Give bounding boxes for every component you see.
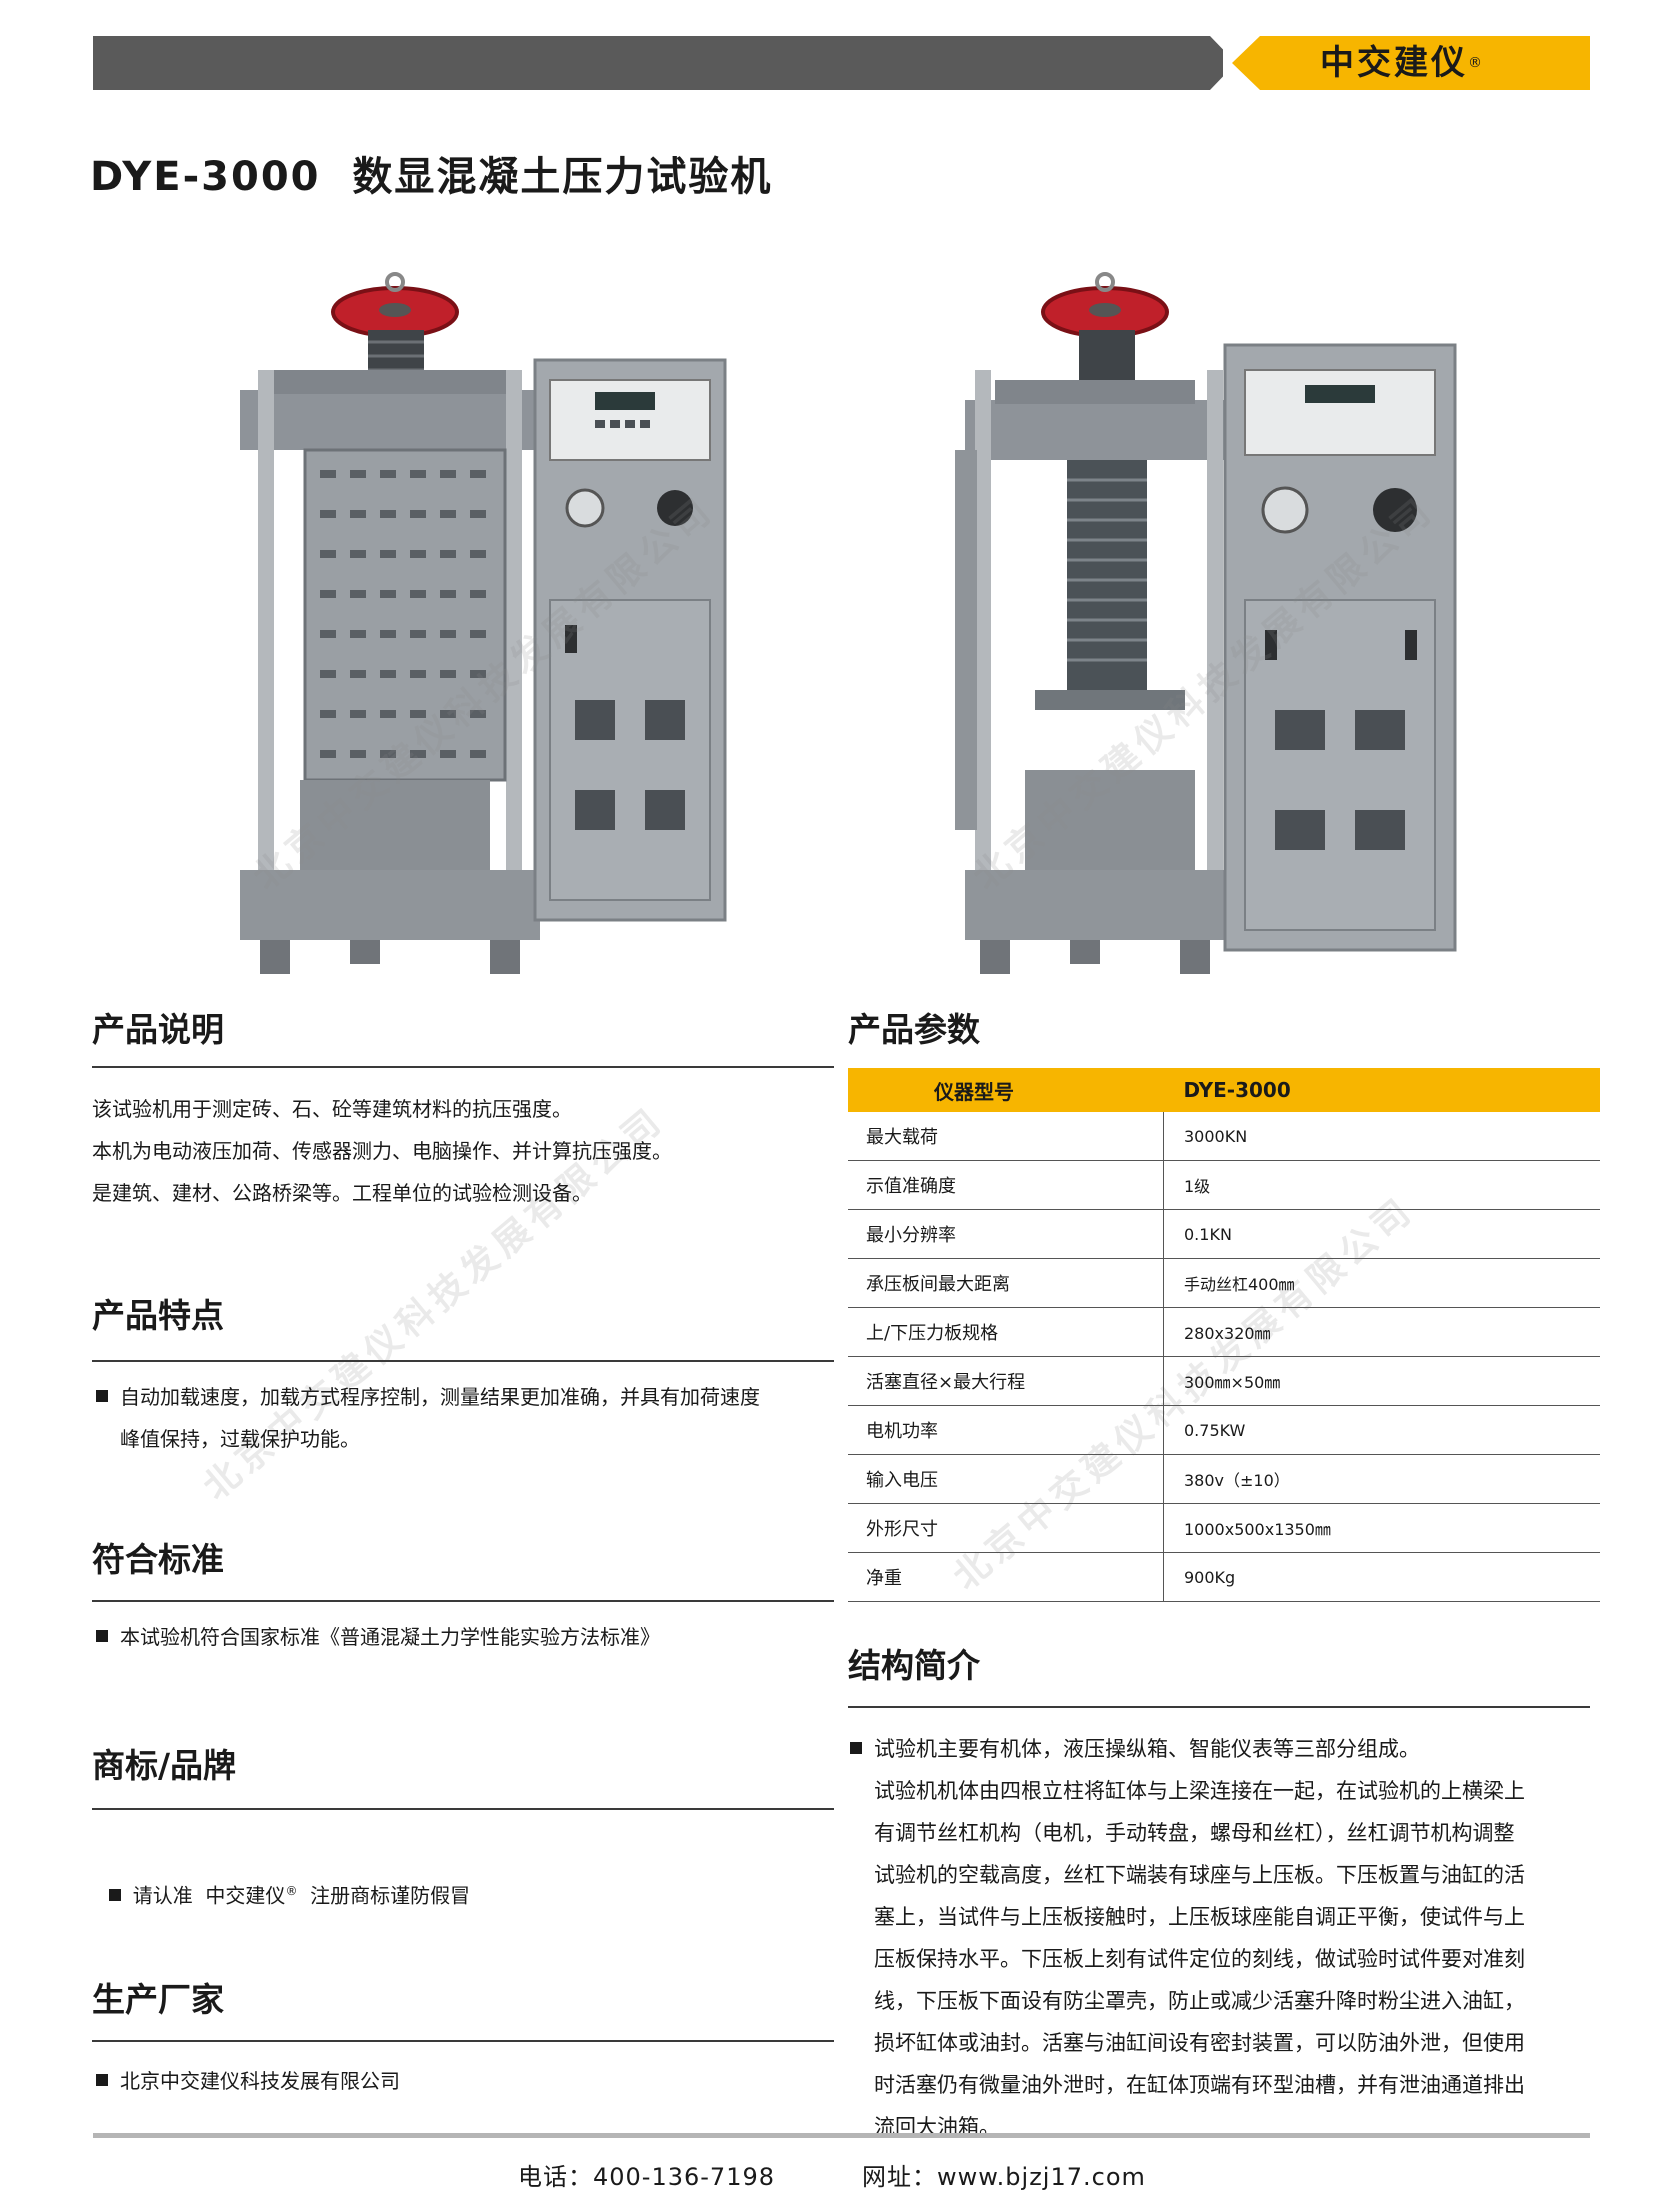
intro-text: 该试验机用于测定砖、石、砼等建筑材料的抗压强度。 本机为电动液压加荷、传感器测力… (92, 1088, 672, 1214)
page-title: DYE-3000 数显混凝土压力试验机 (90, 154, 773, 200)
intro-divider (92, 1066, 834, 1068)
param-label: 最大载荷 (848, 1112, 1164, 1161)
maker-item: 北京中交建仪科技发展有限公司 (96, 2060, 400, 2102)
structure-line: 流回大油箱。 (874, 2115, 1000, 2139)
structure-line: 有调节丝杠机构（电机，手动转盘，螺母和丝杠），丝杠调节机构调整 (874, 1821, 1515, 1845)
standard-divider (92, 1600, 834, 1602)
structure-line: 试验机机体由四根立柱将缸体与上梁连接在一起，在试验机的上横梁上 (874, 1779, 1525, 1803)
features-line: 峰值保持，过载保护功能。 (120, 1427, 360, 1451)
structure-line: 塞上，当试件与上压板接触时，上压板球座能自调正平衡，使试件与上 (874, 1905, 1525, 1929)
trademark-divider (92, 1808, 834, 1810)
footer-divider (93, 2133, 1590, 2138)
machine-image-left (240, 272, 727, 974)
structure-divider (848, 1706, 1590, 1708)
features-divider (92, 1360, 834, 1362)
param-label: 承压板间最大距离 (848, 1258, 1164, 1308)
maker-divider (92, 2040, 834, 2042)
trademark-heading: 商标/品牌 (92, 1746, 237, 1785)
footer-website[interactable]: 网址：www.bjzj17.com (862, 2163, 1146, 2191)
standard-text: 本试验机符合国家标准《普通混凝土力学性能实验方法标准》 (120, 1625, 660, 1649)
param-value: 手动丝杠400㎜ (1163, 1258, 1600, 1308)
maker-heading: 生产厂家 (92, 1980, 224, 2019)
features-heading: 产品特点 (92, 1296, 224, 1335)
params-header-value: DYE-3000 (1163, 1068, 1600, 1112)
standard-item: 本试验机符合国家标准《普通混凝土力学性能实验方法标准》 (96, 1616, 660, 1658)
params-header-row: 仪器型号 DYE-3000 (848, 1068, 1600, 1112)
brand-tab (1232, 36, 1590, 90)
structure-line: 时活塞仍有微量油外泄时，在缸体顶端有环型油槽，并有泄油通道排出 (874, 2073, 1525, 2097)
params-heading: 产品参数 (848, 1010, 980, 1049)
features-item: 自动加载速度，加载方式程序控制，测量结果更加准确，并具有加荷速度 峰值保持，过载… (96, 1376, 846, 1460)
params-header-label: 仪器型号 (848, 1068, 1164, 1112)
footer-phone: 电话：400-136-7198 (518, 2163, 776, 2191)
trademark-reg-mark: ® (285, 1884, 298, 1898)
structure-line: 线，下压板下面设有防尘罩壳，防止或减少活塞升降时粉尘进入油缸， (874, 1989, 1525, 2013)
structure-heading: 结构简介 (848, 1646, 980, 1685)
trademark-pre: 请认准 中交建仪 (132, 1883, 286, 1908)
param-label: 活塞直径×最大行程 (848, 1356, 1164, 1406)
param-value: 900Kg (1163, 1552, 1600, 1602)
maker-text: 北京中交建仪科技发展有限公司 (120, 2069, 400, 2093)
param-label: 最小分辨率 (848, 1209, 1164, 1259)
param-label: 上/下压力板规格 (848, 1307, 1164, 1357)
bullet-icon (96, 1630, 108, 1642)
table-row: 承压板间最大距离手动丝杠400㎜ (848, 1258, 1600, 1308)
structure-text: 试验机主要有机体，液压操纵箱、智能仪表等三部分组成。 试验机机体由四根立柱将缸体… (850, 1728, 1590, 2148)
structure-line: 压板保持水平。下压板上刻有试件定位的刻线，做试验时试件要对准刻 (874, 1947, 1525, 1971)
structure-line: 损坏缸体或油封。活塞与油缸间设有密封装置，可以防油外泄，但使用 (874, 2031, 1525, 2055)
param-value: 300㎜×50㎜ (1163, 1356, 1600, 1406)
bullet-icon (96, 1390, 108, 1402)
param-value: 0.1KN (1163, 1209, 1600, 1259)
param-label: 电机功率 (848, 1405, 1164, 1455)
brand-name: 中交建仪 (1320, 43, 1468, 83)
param-label: 示值准确度 (848, 1160, 1164, 1210)
bullet-icon (108, 1888, 121, 1901)
trademark-item: 请认准 中交建仪® 注册商标谨防假冒 (96, 1828, 470, 1917)
bullet-icon (96, 2074, 108, 2086)
param-label: 外形尺寸 (848, 1503, 1164, 1553)
standard-heading: 符合标准 (92, 1540, 224, 1579)
param-value: 1级 (1163, 1160, 1600, 1210)
bullet-icon (850, 1742, 862, 1754)
header-bar (93, 36, 1223, 90)
features-line: 自动加载速度，加载方式程序控制，测量结果更加准确，并具有加荷速度 (120, 1385, 760, 1409)
intro-heading: 产品说明 (92, 1010, 224, 1049)
structure-line: 试验机的空载高度，丝杠下端装有球座与上压板。下压板置与油缸的活 (874, 1863, 1525, 1887)
param-label: 净重 (848, 1552, 1164, 1602)
param-label: 输入电压 (848, 1454, 1164, 1504)
intro-line: 是建筑、建材、公路桥梁等。工程单位的试验检测设备。 (92, 1181, 592, 1205)
param-value: 380v（±10） (1163, 1454, 1600, 1504)
param-value: 1000x500x1350㎜ (1163, 1503, 1600, 1553)
param-value: 280x320㎜ (1163, 1307, 1600, 1357)
intro-line: 本机为电动液压加荷、传感器测力、电脑操作、并计算抗压强度。 (92, 1139, 672, 1163)
trademark-post: 注册商标谨防假冒 (297, 1883, 471, 1908)
intro-line: 该试验机用于测定砖、石、砼等建筑材料的抗压强度。 (92, 1097, 572, 1121)
machine-image-right (955, 272, 1457, 974)
structure-first-line: 试验机主要有机体，液压操纵箱、智能仪表等三部分组成。 (874, 1737, 1420, 1761)
brand-reg-mark: ® (1468, 55, 1485, 71)
param-value: 0.75KW (1163, 1405, 1600, 1455)
brand-logo: 中交建仪® (1320, 42, 1485, 84)
param-value: 3000KN (1163, 1112, 1600, 1161)
